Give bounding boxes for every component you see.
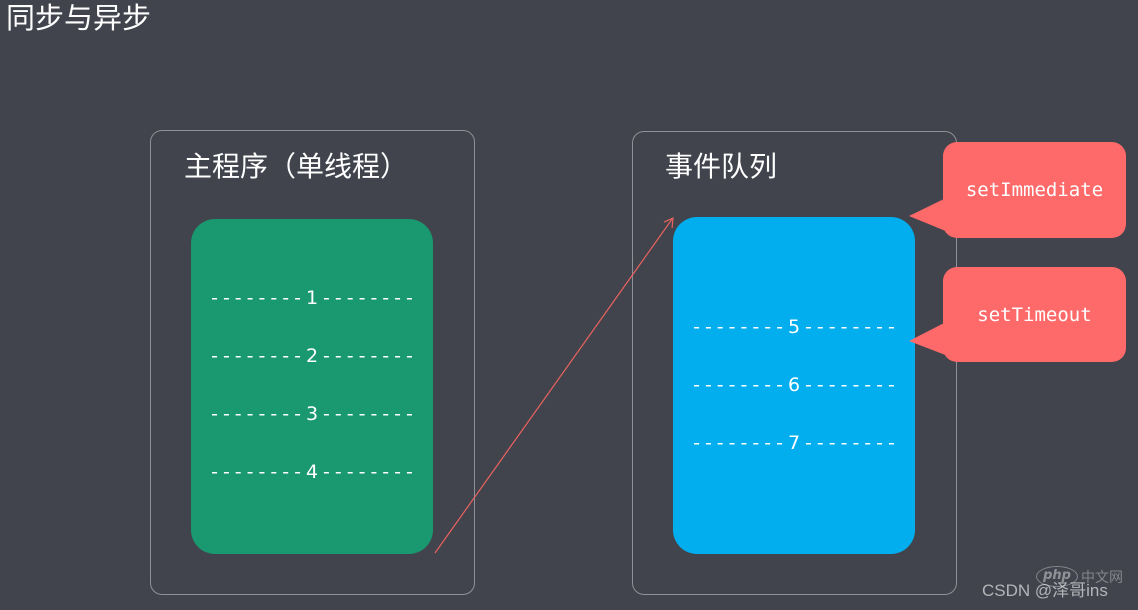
task-line: --------7--------	[693, 432, 900, 454]
main-program-stack: --------1-------- --------2-------- ----…	[191, 219, 433, 554]
callout-body	[943, 142, 1126, 238]
event-queue-label: 事件队列	[665, 151, 778, 182]
task-line: --------5--------	[693, 316, 900, 338]
task-line: --------3--------	[211, 403, 418, 425]
php-logo-watermark: php	[1036, 566, 1078, 587]
callout-body	[943, 267, 1126, 362]
task-line: --------4--------	[211, 461, 418, 483]
main-program-label: 主程序（单线程）	[184, 151, 409, 182]
task-line: --------6--------	[693, 374, 900, 396]
callout-settimeout-text: setTimeout	[977, 304, 1092, 326]
callout-setimmediate-bubble	[909, 142, 1126, 238]
callout-settimeout-bubble	[909, 267, 1126, 362]
main-program-frame	[150, 130, 475, 595]
flow-arrow	[434, 217, 674, 554]
callout-tail	[909, 197, 948, 232]
task-line: --------2--------	[211, 345, 418, 367]
slide-title: 同步与异步	[6, 3, 152, 35]
watermark-credit: CSDN @泽哥ins	[982, 581, 1108, 600]
php-logo-watermark-suffix: 中文网	[1081, 569, 1123, 585]
callout-tail	[909, 321, 948, 356]
event-queue-frame	[632, 131, 957, 595]
event-queue-block: --------5-------- --------6-------- ----…	[673, 217, 915, 554]
flow-arrow-head	[663, 217, 674, 229]
flow-arrow-shaft	[434, 218, 673, 554]
task-line: --------1--------	[211, 287, 418, 309]
callout-setimmediate-text: setImmediate	[965, 179, 1104, 201]
